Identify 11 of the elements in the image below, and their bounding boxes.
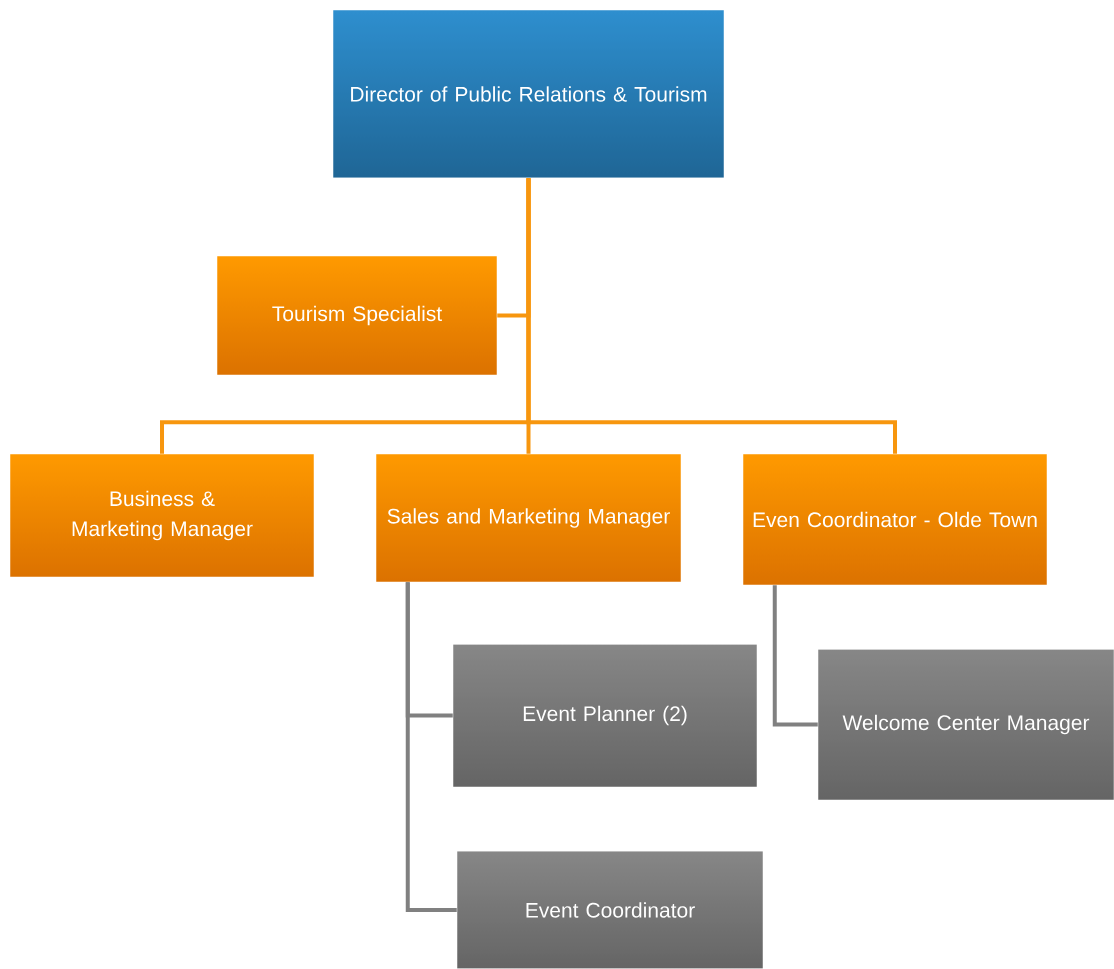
org-box: Event Coordinator bbox=[456, 850, 764, 969]
org-box: Director of Public Relations & Tourism bbox=[332, 9, 725, 179]
org-box: Event Planner (2) bbox=[452, 643, 758, 788]
org-box: Even Coordinator - Olde Town bbox=[742, 453, 1048, 586]
connector-line bbox=[405, 582, 457, 912]
connector-line bbox=[772, 585, 818, 727]
org-box: Welcome Center Manager bbox=[817, 648, 1114, 801]
org-box: Sales and Marketing Manager bbox=[375, 453, 682, 583]
org-box: Business & Marketing Manager bbox=[9, 453, 315, 578]
org-box: Tourism Specialist bbox=[216, 255, 498, 376]
connector-line bbox=[526, 178, 897, 454]
